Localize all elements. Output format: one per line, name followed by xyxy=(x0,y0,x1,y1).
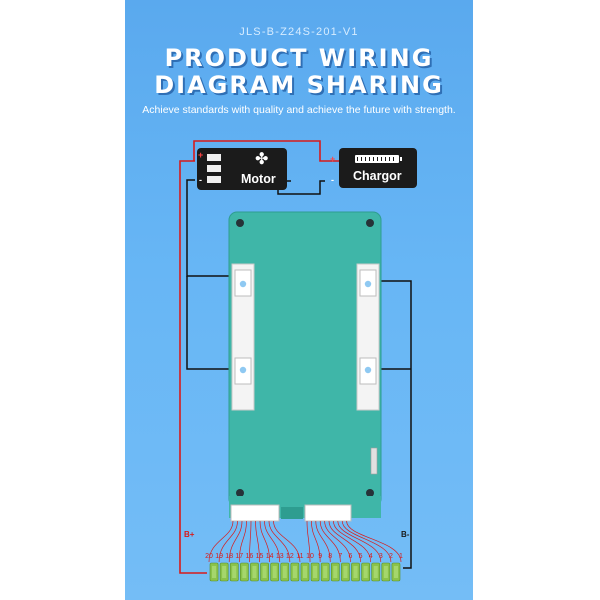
battery-cell-highlight xyxy=(242,566,247,578)
battery-cell-highlight xyxy=(333,566,338,578)
balance-pin-8: 8 xyxy=(328,553,333,560)
motor-minus-sign: - xyxy=(199,175,202,185)
black-wires xyxy=(186,179,412,569)
balance-wire-7 xyxy=(319,520,341,563)
balance-pin-5: 5 xyxy=(358,553,363,560)
balance-wire-10 xyxy=(306,520,311,563)
balance-pin-18: 18 xyxy=(225,553,234,560)
b-minus-label: B- xyxy=(401,530,410,539)
balance-wire-19 xyxy=(218,520,238,563)
page-title-line1: PRODUCT WIRING xyxy=(164,44,434,72)
battery-cell-highlight xyxy=(292,566,297,578)
balance-pin-20: 20 xyxy=(205,553,213,560)
balance-wire-1 xyxy=(346,520,402,563)
model-number: JLS-B-Z24S-201-V1 xyxy=(239,26,359,38)
battery-cell-highlight xyxy=(353,566,358,578)
balance-pin-6: 6 xyxy=(348,553,353,560)
battery-cell-highlight xyxy=(343,566,348,578)
battery-cell-highlight xyxy=(252,566,257,578)
balance-pin-9: 9 xyxy=(318,553,323,560)
motor-label: Motor xyxy=(241,172,276,186)
balance-pin-1: 1 xyxy=(399,553,403,560)
battery-cell-highlight xyxy=(282,566,287,578)
balance-pin-3: 3 xyxy=(378,553,383,560)
red-wires xyxy=(179,140,339,574)
balance-wire-17 xyxy=(238,520,247,563)
bms-board xyxy=(228,211,382,522)
battery-cell-highlight xyxy=(212,566,217,578)
battery-cell-highlight xyxy=(232,566,237,578)
battery-cell-highlight xyxy=(302,566,308,578)
balance-wire-12 xyxy=(268,520,291,563)
balance-wire-16 xyxy=(249,520,252,563)
motor-terminal-block xyxy=(207,154,229,184)
wiring-diagram-panel: JLS-B-Z24S-201-V1 PRODUCT WIRING DIAGRAM… xyxy=(125,0,473,600)
wiring-diagram xyxy=(179,140,412,582)
page-title-line2: DIAGRAM SHARING xyxy=(154,71,444,99)
battery-cell-highlight xyxy=(323,566,328,578)
balance-wire-9 xyxy=(311,520,321,563)
balance-wire-8 xyxy=(315,520,331,563)
fan-icon: ✤ xyxy=(255,151,269,168)
balance-pin-17: 17 xyxy=(235,553,244,560)
charger-minus-sign: - xyxy=(331,175,334,185)
battery-cell-highlight xyxy=(393,566,398,578)
battery-cell-highlight xyxy=(272,566,277,578)
balance-pin-2: 2 xyxy=(388,553,393,560)
battery-cell-highlight xyxy=(222,566,227,578)
balance-pin-4: 4 xyxy=(368,553,373,560)
battery-level-icon xyxy=(355,155,402,163)
battery-cell-highlight xyxy=(363,566,368,578)
balance-wires xyxy=(208,520,402,563)
balance-wire-6 xyxy=(324,520,351,563)
charger-plus-sign: + xyxy=(330,154,336,164)
balance-pin-14: 14 xyxy=(265,553,274,560)
balance-wire-11 xyxy=(273,520,301,563)
balance-pin-7: 7 xyxy=(338,553,343,560)
balance-wire-5 xyxy=(328,520,361,563)
balance-pin-19: 19 xyxy=(215,553,223,560)
balance-wire-14 xyxy=(259,520,270,563)
page-subtitle: Achieve standards with quality and achie… xyxy=(142,104,456,116)
balance-pin-12: 12 xyxy=(285,553,294,560)
battery-cell-highlight xyxy=(383,566,388,578)
balance-wire-13 xyxy=(264,520,281,563)
balance-wire-3 xyxy=(337,520,382,563)
balance-wire-4 xyxy=(333,520,372,563)
motor-device: ✤ Motor xyxy=(197,148,287,190)
charger-label: Chargor xyxy=(353,169,402,183)
balance-wire-2 xyxy=(341,520,392,563)
balance-wire-15 xyxy=(255,520,260,563)
battery-cell-highlight xyxy=(313,566,318,578)
motor-plus-sign: + xyxy=(198,150,204,160)
battery-cell-highlight xyxy=(262,566,267,578)
battery-cell-highlight xyxy=(373,566,378,578)
balance-pin-10: 10 xyxy=(306,553,314,560)
charger-device: Chargor xyxy=(339,148,417,188)
balance-pin-15: 15 xyxy=(255,553,264,560)
balance-pin-11: 11 xyxy=(296,553,304,560)
battery-cells xyxy=(209,562,401,582)
balance-pin-13: 13 xyxy=(275,553,284,560)
b-plus-label: B+ xyxy=(184,530,195,539)
balance-pin-16: 16 xyxy=(245,553,254,560)
balance-wire-20 xyxy=(208,520,234,563)
balance-wire-18 xyxy=(228,520,243,563)
